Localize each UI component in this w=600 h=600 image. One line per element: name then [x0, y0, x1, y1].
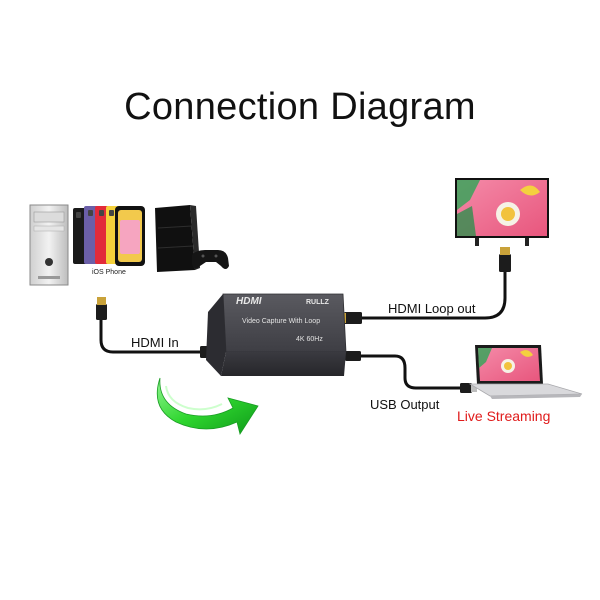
device-brand: RULLZ	[306, 299, 330, 306]
phones-icon	[73, 206, 145, 266]
usb-output-label: USB Output	[370, 397, 440, 412]
laptop-icon	[468, 345, 583, 399]
tv-icon	[455, 178, 549, 246]
hdmi-loop-out-cable	[362, 270, 507, 320]
hdmi-in-cable	[99, 318, 202, 354]
hdmi-loop-out-label: HDMI Loop out	[388, 301, 476, 316]
laptop-usb-plug	[460, 383, 477, 393]
usb-output-cable	[360, 354, 462, 390]
game-console-icon	[155, 205, 229, 272]
ios-phone-label: iOS Phone	[92, 269, 126, 276]
device-spec: 4K 60Hz	[296, 336, 323, 343]
pc-tower-icon	[29, 204, 69, 286]
tv-hdmi-plug	[499, 247, 511, 272]
device-logo: HDMI	[236, 296, 262, 307]
hdmi-in-label: HDMI In	[131, 335, 179, 350]
usb-port-plug	[345, 351, 361, 361]
live-streaming-label: Live Streaming	[457, 408, 551, 424]
arrow-icon	[156, 377, 259, 435]
capture-device: HDMI RULLZ Video Capture With Loop 4K 60…	[206, 293, 347, 376]
page-title: Connection Diagram	[124, 86, 476, 128]
device-name: Video Capture With Loop	[242, 318, 320, 325]
hdmi-in-plug	[96, 297, 107, 320]
